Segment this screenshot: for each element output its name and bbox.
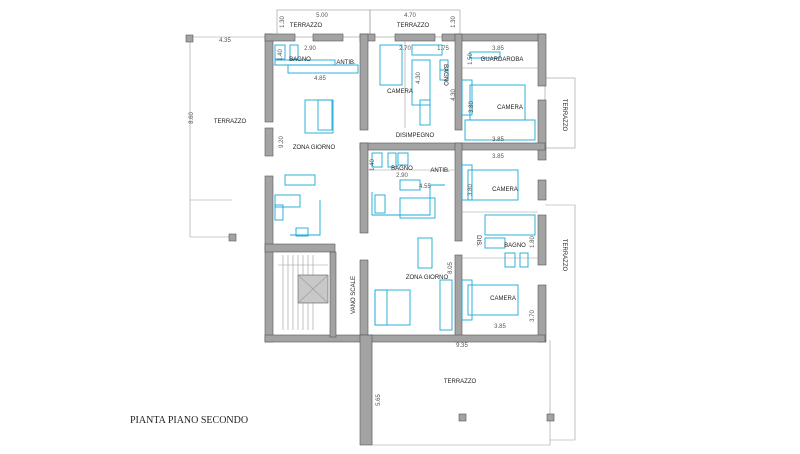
label: TERRAZZO [561,239,567,272]
dim: 1.30 [280,16,286,28]
dim: 3.85 [494,324,506,330]
label: CAMERA [387,89,413,95]
dim: 3.85 [492,154,504,160]
dim: 9.20 [279,136,285,148]
label: BAGNO [391,166,413,172]
label: TERRAZZO [290,23,323,29]
dim: 8.60 [189,112,195,124]
dimension-labels: 5.00 4.70 1.30 1.30 4.35 8.60 2.90 1.40 … [189,13,536,406]
label: TERRAZZO [397,23,430,29]
dim: 4.30 [451,89,457,101]
dim: 1.40 [278,49,284,61]
dim: 3.70 [530,310,536,322]
label: ZONA GIORNO [406,275,449,281]
staircase [278,255,329,330]
label: CAMERA [497,105,523,111]
dim: 1.40 [370,159,376,171]
label: CAMERA [492,187,518,193]
label: BAGNO [504,243,526,249]
label: ANTIB. [430,168,450,174]
label: ZONA GIORNO [293,145,336,151]
drawing-title: PIANTA PIANO SECONDO [130,415,248,426]
dim: 2.70 [399,46,411,52]
dim: 4.85 [314,76,326,82]
label: ANTIB. [336,60,356,66]
dim: 3.85 [492,137,504,143]
walls [264,33,547,446]
dim: 1.30 [451,16,457,28]
dim: 2.90 [396,173,408,179]
dim: 8.05 [448,262,454,274]
furniture [274,44,536,331]
dim: 4.70 [404,13,416,19]
room-labels: TERRAZZO TERRAZZO TERRAZZO TERRAZZO TERR… [214,23,567,385]
label: TERRAZZO [444,379,477,385]
dim: 3.85 [492,46,504,52]
dim: 3.80 [468,184,474,196]
dim: 4.55 [419,184,431,190]
dim: 9.35 [456,343,468,349]
label: VANO SCALE [351,276,357,314]
label: BAGNO [442,64,448,86]
dim: 1.80 [530,236,536,248]
label: CAMERA [490,296,516,302]
label: BAGNO [289,57,311,63]
dim: 1.75 [437,46,449,52]
label: DISIMPEGNO [396,133,435,139]
terrace-outlines [185,9,576,446]
label: TERRAZZO [561,99,567,132]
dim: 1.50 [468,53,474,65]
dim: 5.00 [316,13,328,19]
dim: 4.30 [416,72,422,84]
label: DIS. [475,235,481,247]
label: TERRAZZO [214,119,247,125]
dim: 2.90 [304,46,316,52]
dim: 5.65 [376,394,382,406]
dim: 3.80 [469,101,475,113]
label: GUARDAROBA [481,57,524,63]
dim: 4.35 [219,38,231,44]
